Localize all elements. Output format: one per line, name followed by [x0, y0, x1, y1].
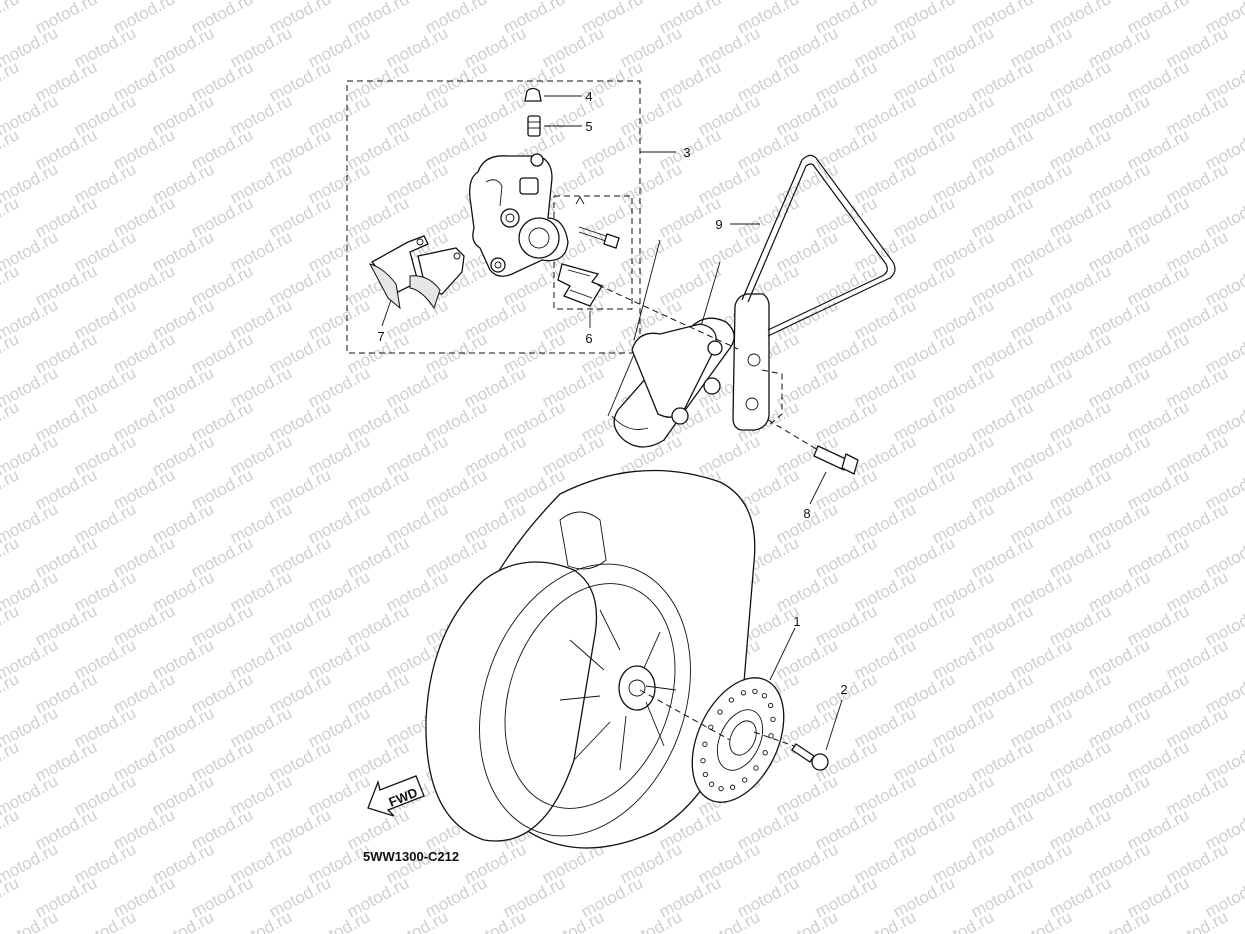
disc-hole: [717, 709, 723, 715]
disc-hole: [762, 750, 768, 756]
callout-7: 7: [377, 329, 384, 344]
disc-hole: [700, 757, 706, 764]
watermark-text: motod.ru: [0, 329, 22, 377]
callout-6: 6: [585, 331, 592, 346]
bleed-screw[interactable]: [527, 115, 541, 137]
watermark-text: motod.ru: [539, 907, 607, 934]
disc-hole: [718, 785, 724, 792]
watermark-text: motod.ru: [0, 873, 22, 921]
disc-hole: [740, 690, 747, 696]
disc-hole: [728, 697, 734, 703]
callout-3: 3: [683, 145, 690, 160]
caliper-mount-bolt[interactable]: [813, 445, 859, 475]
disc-hole: [702, 771, 709, 778]
watermark-text: motod.ru: [1241, 499, 1245, 547]
disc-hole: [742, 777, 748, 783]
disc-hole: [770, 716, 776, 723]
watermark-text: motod.ru: [0, 261, 22, 309]
front-wheel: [425, 469, 756, 849]
disc-holes: [700, 688, 776, 792]
pad-spring[interactable]: [557, 263, 603, 307]
watermark-text: motod.ru: [617, 907, 685, 934]
leader-lines: [381, 95, 843, 751]
callout-5: 5: [585, 119, 592, 134]
caliper-pin[interactable]: [575, 196, 620, 249]
bleed-screw-cap[interactable]: [524, 87, 542, 102]
watermark-text: motod.ru: [0, 805, 22, 853]
watermark-text: motod.ru: [305, 907, 373, 934]
disc-hole: [768, 733, 774, 739]
watermark-text: motod.ru: [0, 57, 22, 105]
disc-hole: [752, 688, 758, 695]
watermark-text: motod.ru: [773, 907, 841, 934]
callout-2: 2: [840, 682, 847, 697]
disc-hole: [767, 702, 774, 709]
disc-hole: [729, 784, 736, 790]
disc-hole: [702, 741, 708, 747]
watermark-text: motod.ru: [0, 669, 22, 717]
watermark-text: motod.ru: [851, 907, 919, 934]
watermark-text: motod.ru: [1241, 771, 1245, 819]
watermark-text: motod.ru: [0, 125, 22, 173]
watermark-text: motod.ru: [1241, 159, 1245, 207]
callout-labels: 1 2 3 4 5 6 7 8 9: [377, 89, 847, 697]
disc-hole: [753, 765, 759, 771]
watermark-text: motod.ru: [0, 907, 61, 934]
callout-9: 9: [715, 217, 722, 232]
watermark-text: motod.ru: [1241, 227, 1245, 275]
caliper-assembly-box: [346, 80, 641, 354]
watermark-text: motod.ru: [1085, 907, 1153, 934]
watermark-text: motod.ru: [1241, 839, 1245, 887]
watermark-text: motod.ru: [0, 397, 22, 445]
callout-1: 1: [793, 614, 800, 629]
watermark-text: motod.ru: [1163, 907, 1231, 934]
watermark-text: motod.ru: [0, 0, 22, 38]
watermark-text: motod.ru: [0, 601, 22, 649]
watermark-text: motod.ru: [1241, 635, 1245, 683]
disc-bolt[interactable]: [791, 743, 829, 771]
callout-8: 8: [803, 506, 810, 521]
watermark-text: motod.ru: [1241, 907, 1245, 934]
watermark-text: motod.ru: [0, 465, 22, 513]
watermark-text: motod.ru: [1241, 91, 1245, 139]
brake-hose-holder[interactable]: [732, 154, 896, 431]
watermark-text: motod.ru: [1241, 703, 1245, 751]
watermark-text: motod.ru: [1241, 567, 1245, 615]
brake-disc[interactable]: [674, 663, 802, 816]
brake-caliper-body[interactable]: [469, 153, 569, 277]
watermark-text: motod.ru: [461, 907, 529, 934]
watermark-text: motod.ru: [0, 533, 22, 581]
watermark-text: motod.ru: [71, 907, 139, 934]
caliper-assembly-group: [346, 80, 641, 354]
watermark-text: motod.ru: [929, 907, 997, 934]
watermark-text: motod.ru: [383, 907, 451, 934]
brake-pad-kit[interactable]: [369, 235, 465, 310]
watermark-text: motod.ru: [149, 907, 217, 934]
callout-4: 4: [585, 89, 592, 104]
watermark-text: motod.ru: [0, 737, 22, 785]
watermark-text: motod.ru: [1007, 907, 1075, 934]
disc-hole: [708, 781, 715, 787]
front-fork-leg: [607, 239, 735, 448]
watermark-text: motod.ru: [227, 907, 295, 934]
watermark-text: motod.ru: [1241, 295, 1245, 343]
watermark-text: motod.ru: [1241, 431, 1245, 479]
assembly-lines: [597, 284, 819, 747]
watermark-text: motod.ru: [1241, 23, 1245, 71]
watermark-text: motod.ru: [0, 193, 22, 241]
disc-hole: [761, 693, 768, 699]
diagram-part-code: 5WW1300-C212: [363, 849, 459, 864]
watermark-text: motod.ru: [695, 907, 763, 934]
watermark-text: motod.ru: [1241, 363, 1245, 411]
